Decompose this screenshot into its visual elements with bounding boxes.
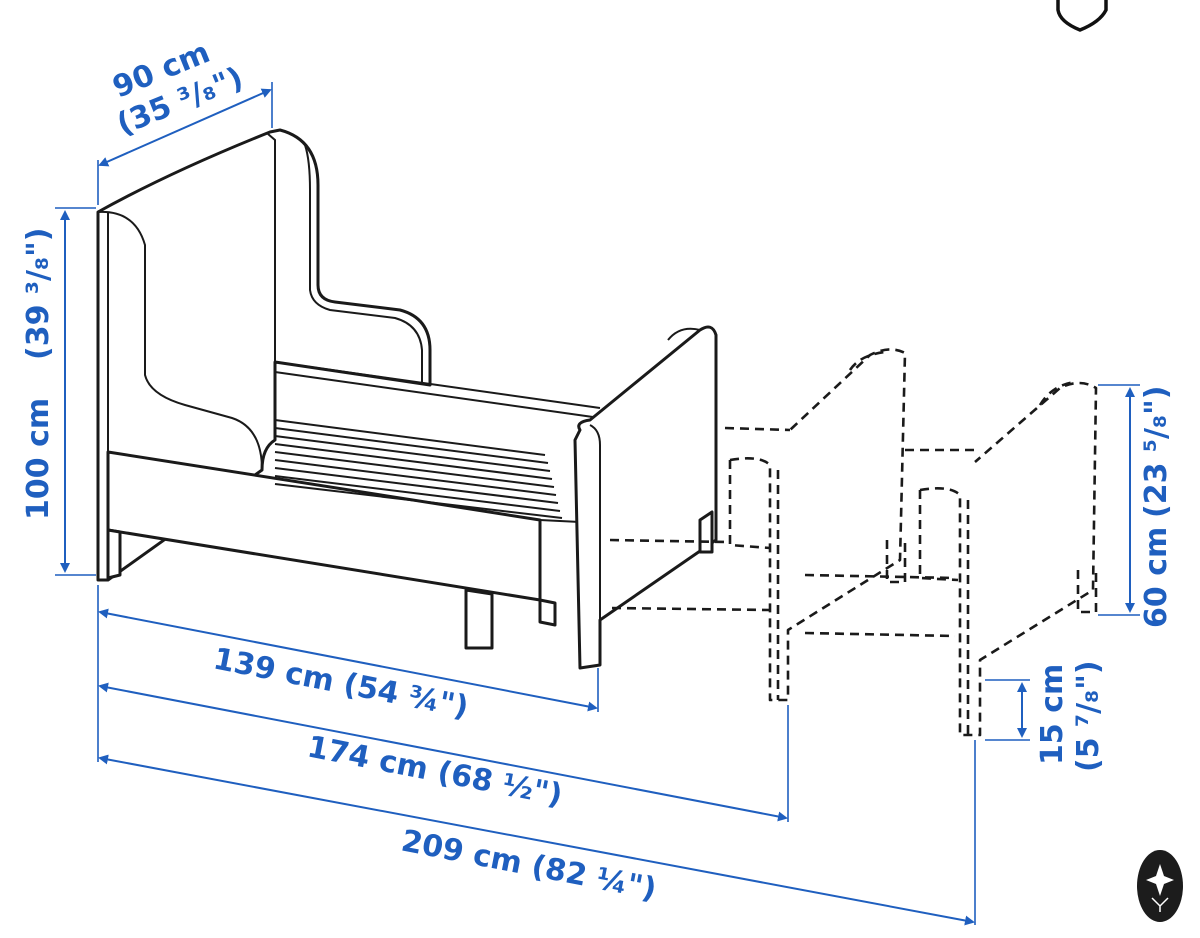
leg-height-metric-label: 15 cm — [1035, 664, 1070, 765]
height-metric-label: 100 cm — [21, 398, 56, 520]
dimension-lines — [55, 82, 1140, 926]
length-174-label: 174 cm (68 ½") — [304, 729, 565, 813]
extension-height-imperial-label: (23 ⁵/₈") — [1139, 386, 1174, 518]
length-139-label: 139 cm (54 ¾") — [210, 641, 471, 725]
extension-height-metric-label: 60 cm — [1139, 527, 1174, 628]
leg-height-imperial-label: (5 ⁷/₈") — [1071, 660, 1106, 772]
length-209-label: 209 cm (82 ¼") — [398, 823, 659, 907]
height-imperial-label: (39 ³/₈") — [21, 228, 56, 360]
star-emblem-icon[interactable] — [1137, 850, 1183, 922]
bed-slats — [274, 419, 563, 519]
bed-frame — [96, 128, 718, 670]
bed-extension-2 — [918, 380, 1098, 737]
shield-icon[interactable] — [1056, 0, 1108, 32]
